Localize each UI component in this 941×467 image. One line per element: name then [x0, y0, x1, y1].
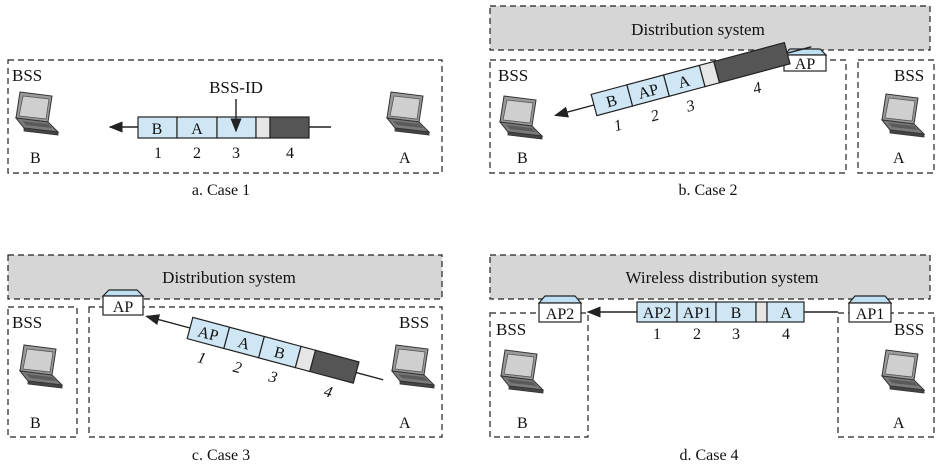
station-b-label: B — [30, 150, 41, 167]
field-number-4: 4 — [782, 326, 790, 343]
station-b-label: B — [517, 150, 528, 167]
case-1-panel: BSS B A B A 1 2 3 4 BSS-ID a. Case 1 — [7, 59, 443, 199]
wireless-distribution-system-label: Wireless distribution system — [626, 268, 819, 287]
access-point-1-icon: AP1 — [847, 295, 893, 323]
bss-boundary-right — [857, 59, 935, 174]
field-number-2: 2 — [231, 359, 243, 377]
laptop-b-icon — [500, 349, 544, 394]
bss-label-right: BSS — [894, 320, 924, 339]
bss-id-label: BSS-ID — [209, 78, 263, 97]
cell-a-text: A — [676, 73, 692, 93]
frame-cell-4-light — [755, 301, 768, 323]
bss-boundary-left — [7, 306, 78, 438]
cell-ap-text: AP — [636, 81, 660, 103]
field-number-3: 3 — [732, 326, 740, 343]
station-b-label: B — [30, 415, 41, 432]
field-number-1: 1 — [612, 117, 624, 135]
bss-label-left: BSS — [496, 320, 526, 339]
laptop-b-icon — [499, 95, 543, 140]
case-3-panel: Distribution system BSS BSS B A AP AP A … — [7, 254, 443, 464]
bss-boundary-case-1 — [7, 59, 443, 174]
bss-boundary-right — [88, 306, 443, 438]
ap1-label: AP1 — [856, 306, 884, 323]
cell-ap2-text: AP2 — [643, 305, 671, 322]
frame-cell-4 — [766, 301, 805, 323]
field-number-4: 4 — [751, 79, 763, 97]
field-number-4: 4 — [286, 145, 294, 162]
distribution-system-box — [489, 5, 931, 51]
field-number-3: 3 — [684, 97, 697, 116]
access-point-2-icon: AP2 — [537, 295, 583, 323]
frame-tail-line — [355, 371, 384, 381]
field-number-2: 2 — [649, 107, 661, 125]
cell-a-text: A — [191, 121, 203, 138]
cell-a-text: A — [780, 305, 792, 322]
field-number-2: 2 — [193, 145, 201, 162]
caption-case-2: b. Case 2 — [678, 182, 737, 199]
access-point-icon: AP — [101, 289, 145, 316]
distribution-system-box — [7, 254, 443, 300]
ap2-label: AP2 — [546, 306, 574, 323]
laptop-b-icon — [19, 344, 63, 389]
case-2-panel: Distribution system BSS BSS B A AP B AP … — [489, 5, 935, 199]
station-a-label: A — [399, 150, 411, 167]
field-number-4: 4 — [322, 383, 334, 401]
distribution-system-label: Distribution system — [631, 20, 765, 39]
tilted-frame: B AP A 1 2 3 4 — [554, 41, 812, 135]
cell-b-text: B — [731, 305, 742, 322]
caption-case-3: c. Case 3 — [192, 447, 250, 464]
field-number-3: 3 — [232, 145, 240, 162]
laptop-a-icon — [391, 344, 435, 389]
bss-label-right: BSS — [399, 313, 429, 332]
field-number-1: 1 — [195, 349, 207, 367]
ap-label: AP — [795, 56, 816, 73]
laptop-a-icon — [881, 93, 925, 138]
wireless-distribution-system-box — [489, 254, 931, 300]
cell-ap1-text: AP1 — [683, 305, 711, 322]
cell-ap-text: AP — [196, 324, 220, 346]
frame-cell-4-dark — [309, 349, 360, 384]
tilted-frame: AP A B 1 2 3 4 — [145, 314, 384, 402]
bss-label-left: BSS — [12, 313, 42, 332]
laptop-a-icon — [386, 91, 430, 136]
station-b-label: B — [517, 415, 528, 432]
station-a-label: A — [893, 150, 905, 167]
cell-a-text: A — [236, 334, 252, 354]
cell-b-text: B — [604, 92, 619, 111]
frame-arrow — [145, 314, 191, 329]
station-a-label: A — [893, 415, 905, 432]
laptop-a-icon — [881, 349, 925, 394]
bss-label: BSS — [12, 66, 42, 85]
case-4-panel: Wireless distribution system BSS BSS B A… — [489, 254, 935, 464]
station-a-label: A — [399, 415, 411, 432]
frame-arrow — [554, 104, 595, 118]
ap-label: AP — [113, 299, 134, 316]
bss-label-left: BSS — [498, 66, 528, 85]
laptop-b-icon — [15, 91, 59, 136]
distribution-system-label: Distribution system — [162, 268, 296, 287]
bss-label-right: BSS — [894, 66, 924, 85]
field-number-1: 1 — [653, 326, 661, 343]
cell-b-text: B — [272, 344, 287, 363]
frame-cell-4-dark — [713, 41, 791, 84]
field-number-1: 1 — [154, 145, 162, 162]
frame-cell-4-light — [255, 116, 271, 139]
caption-case-4: d. Case 4 — [679, 447, 738, 464]
caption-case-1: a. Case 1 — [192, 182, 250, 199]
bss-boundary-left — [489, 312, 589, 438]
cell-b-text: B — [152, 121, 163, 138]
frame-cell-4-dark — [269, 116, 310, 139]
field-number-2: 2 — [693, 326, 701, 343]
field-number-3: 3 — [266, 368, 279, 387]
bss-boundary-left — [489, 59, 847, 174]
frame-tail-line — [787, 46, 812, 54]
